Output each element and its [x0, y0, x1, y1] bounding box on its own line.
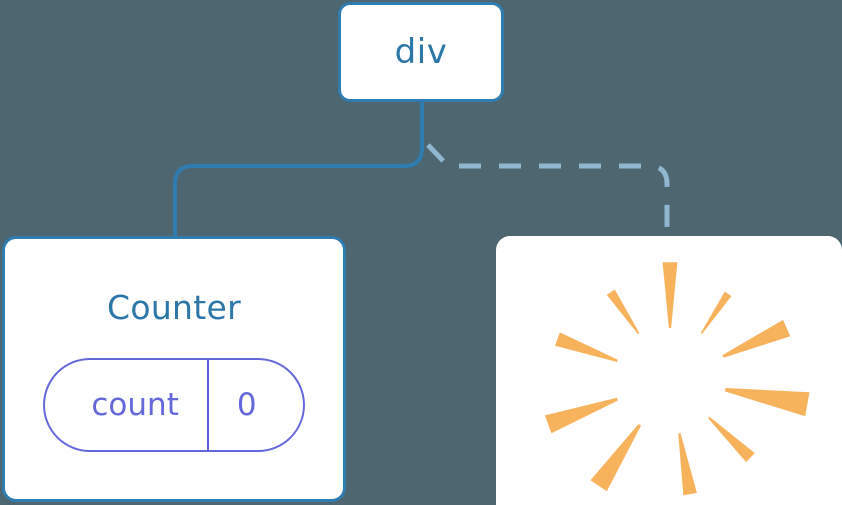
- sparkle-ray-8: [544, 397, 618, 434]
- sparkle-ray-5: [708, 416, 755, 463]
- sparkle-ray-7: [590, 423, 642, 492]
- state-key: count: [91, 387, 179, 423]
- sparkle-ray-4: [724, 388, 810, 417]
- node-div-label: div: [394, 32, 448, 72]
- sparkle-burst-icon: [544, 262, 810, 496]
- node-counter-label: Counter: [107, 288, 241, 327]
- sparkle-ray-3: [722, 319, 791, 358]
- edge-div-to-counter: [173, 100, 424, 238]
- sparkle-ray-6: [678, 432, 697, 496]
- node-sparkle[interactable]: [496, 236, 842, 505]
- sparkle-ray-10: [606, 289, 640, 335]
- edge-div-to-sparkle: [426, 143, 670, 237]
- node-counter[interactable]: Counter count 0: [2, 236, 346, 502]
- sparkle-ray-1: [662, 262, 678, 329]
- sparkle-rays: [544, 262, 810, 496]
- state-divider: [206, 360, 209, 450]
- sparkle-ray-2: [700, 291, 732, 334]
- sparkle-ray-9: [555, 332, 618, 362]
- state-value: 0: [236, 387, 257, 423]
- node-div[interactable]: div: [338, 2, 504, 102]
- state-pill-count[interactable]: count 0: [43, 358, 305, 452]
